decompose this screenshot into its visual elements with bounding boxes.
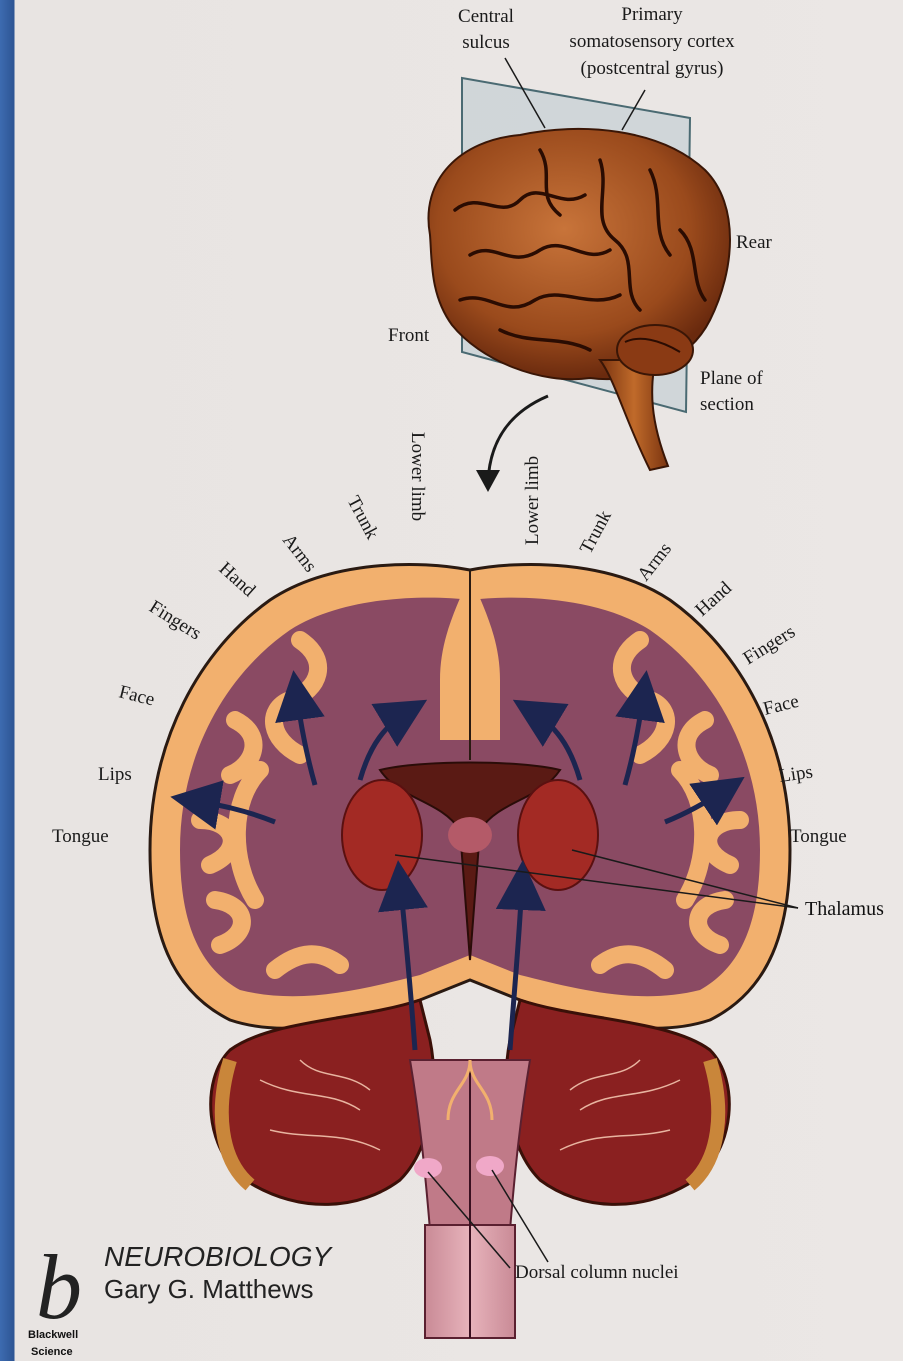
publisher-logo: b: [36, 1236, 82, 1338]
label-plane-1: Plane of: [700, 368, 763, 389]
book-title: NEUROBIOLOGY: [104, 1241, 333, 1272]
whole-brain: [428, 129, 730, 470]
bodymap-left-lips: Lips: [98, 764, 132, 785]
bodymap-left-fingers: Fingers: [145, 596, 204, 644]
book-credit: b NEUROBIOLOGY Gary G. Matthews Blackwel…: [28, 1236, 333, 1358]
label-central-sulcus-1: Central: [458, 6, 514, 27]
dorsal-nucleus-left: [414, 1158, 442, 1178]
bodymap-left-hand: Hand: [215, 558, 260, 601]
book-author: Gary G. Matthews: [104, 1274, 314, 1304]
label-dorsal-column-nuclei: Dorsal column nuclei: [515, 1262, 679, 1283]
bodymap-left-arms: Arms: [278, 530, 321, 576]
dorsal-nucleus-right: [476, 1156, 504, 1176]
label-front: Front: [388, 325, 430, 346]
bodymap-right-arms: Arms: [633, 539, 676, 585]
cerebellum-top: [617, 325, 693, 375]
bodymap-left-face: Face: [117, 681, 157, 710]
bodymap-right-trunk: Trunk: [576, 507, 616, 558]
bodymap-right-tongue: Tongue: [790, 826, 847, 847]
thalamus-left: [342, 780, 422, 890]
label-plane-2: section: [700, 394, 754, 415]
bodymap-right-face: Face: [761, 691, 801, 720]
label-rear: Rear: [736, 232, 773, 253]
bodymap-right-lower-limb: Lower limb: [522, 456, 543, 545]
publisher-name-1: Blackwell: [28, 1329, 78, 1341]
label-primary-cortex-1: Primary: [621, 4, 683, 25]
publisher-name-2: Science: [31, 1346, 73, 1358]
label-primary-cortex-2: somatosensory cortex: [569, 31, 735, 52]
label-thalamus: Thalamus: [805, 898, 884, 920]
label-central-sulcus-2: sulcus: [462, 32, 510, 53]
bodymap-right-fingers: Fingers: [740, 621, 799, 669]
bodymap-right-lips: Lips: [778, 761, 814, 786]
bodymap-left-tongue: Tongue: [52, 826, 109, 847]
bodymap-left-trunk: Trunk: [343, 492, 383, 543]
label-primary-cortex-3: (postcentral gyrus): [581, 58, 724, 79]
bodymap-left-lower-limb: Lower limb: [407, 432, 428, 521]
bodymap-right-hand: Hand: [691, 577, 736, 620]
